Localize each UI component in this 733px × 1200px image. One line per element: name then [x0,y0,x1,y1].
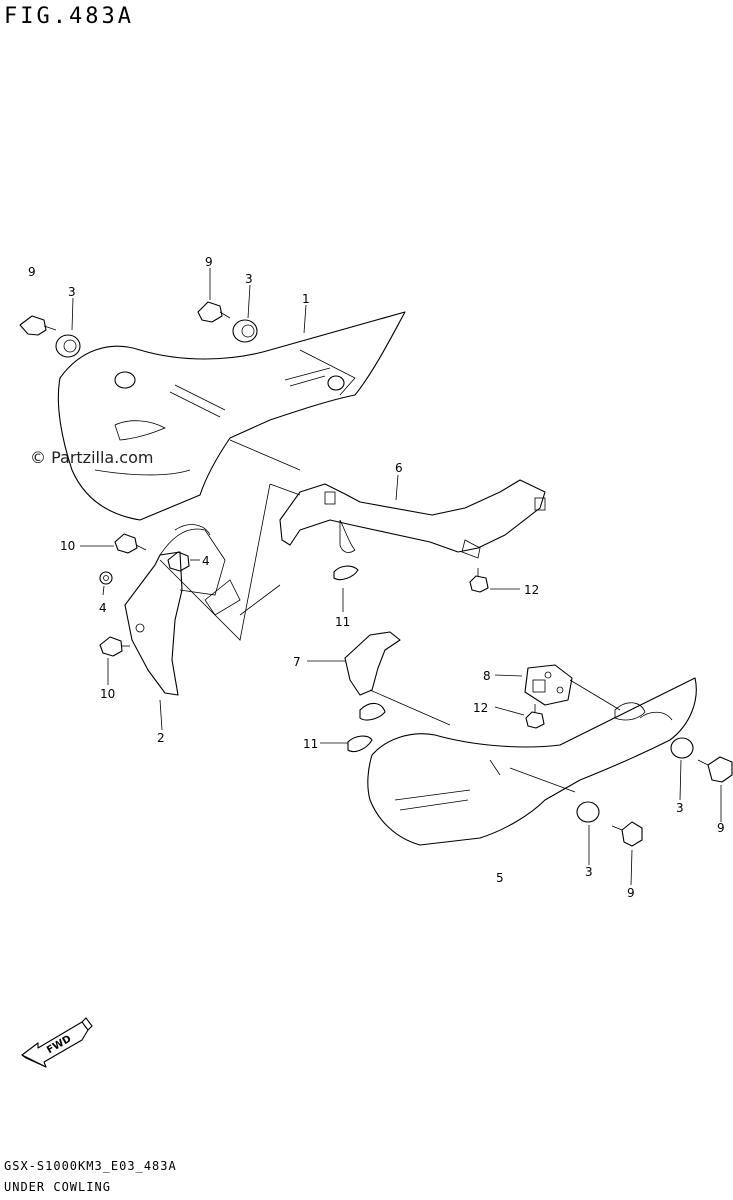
part-6-bracket [279,479,546,559]
callout-label: 3 [68,285,76,299]
callout-label: 3 [585,865,593,879]
callout-label: 1 [302,292,310,306]
part-7-bracket [344,631,401,721]
callout-label: 8 [483,669,491,683]
figure-name: UNDER COWLING [4,1180,111,1194]
part-5-lower-cowling [367,677,697,846]
part-8-bracket-plate [524,664,573,706]
callout-label: 10 [60,539,75,553]
callout-label: 9 [717,821,725,835]
fasteners [19,301,733,847]
watermark: © Partzilla.com [30,448,154,467]
callout-label: 10 [100,687,115,701]
callout-label: 4 [202,554,210,568]
callout-label: 9 [28,265,36,279]
callout-label: 9 [627,886,635,900]
callout-label: 11 [303,737,318,751]
part-1-upper-cowling [57,311,406,521]
callout-label: 5 [496,871,504,885]
callout-numbers: 9 3 9 3 1 6 10 4 4 10 2 11 12 7 8 12 11 … [28,255,725,900]
callout-label: 12 [524,583,539,597]
assembly-outline [159,439,621,726]
callout-label: 6 [395,461,403,475]
callout-label: 3 [245,272,253,286]
figure-title: FIG.483A [4,4,134,29]
callout-label: 4 [99,601,107,615]
callout-label: 3 [676,801,684,815]
part-2-side-bracket [124,524,241,696]
callout-label: 9 [205,255,213,269]
callout-label: 11 [335,615,350,629]
figure-code: GSX-S1000KM3_E03_483A [4,1159,177,1173]
callout-label: 2 [157,731,165,745]
leader-lines [71,268,722,886]
fwd-arrow: FWD [21,1017,93,1068]
callout-label: 12 [473,701,488,715]
callout-label: 7 [293,655,301,669]
